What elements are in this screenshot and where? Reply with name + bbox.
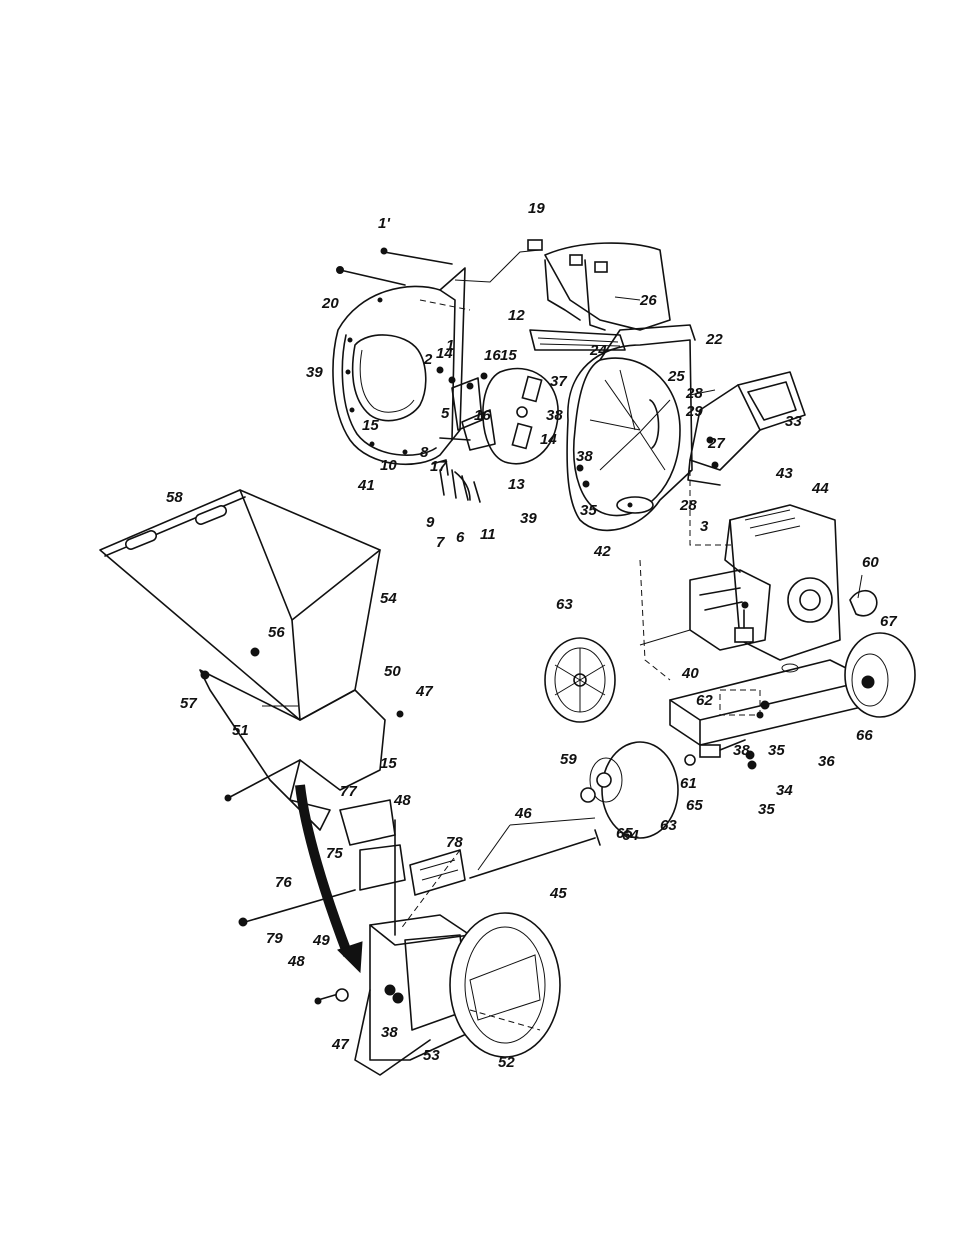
callout-label: 57 xyxy=(180,695,197,712)
callout-label: 50 xyxy=(384,663,401,680)
callout-label: 9 xyxy=(426,514,435,531)
callout-label: 65 xyxy=(686,797,703,814)
bolt-20 xyxy=(337,267,406,286)
callout-label: 12 xyxy=(508,307,525,324)
callout-label: 38 xyxy=(381,1024,398,1041)
callout-label: 45 xyxy=(549,885,567,902)
callout-label: 33 xyxy=(785,413,802,430)
callout-label: 25 xyxy=(667,368,685,385)
callout-label: 62 xyxy=(696,692,713,709)
callout-label: 19 xyxy=(528,200,545,217)
callout-label: 76 xyxy=(275,874,292,891)
callout-label: 26 xyxy=(639,292,657,309)
callout-label: 35 xyxy=(580,502,597,519)
callout-label: 66 xyxy=(856,727,873,744)
callout-label: 28 xyxy=(679,497,697,514)
deflector-24 xyxy=(530,330,625,350)
wheel-66 xyxy=(845,633,915,717)
callout-label: 56 xyxy=(268,624,285,641)
callout-label: 36 xyxy=(818,753,835,770)
wheel-63-upper xyxy=(545,638,615,722)
callout-label: 41 xyxy=(357,477,375,494)
callout-label: 46 xyxy=(514,805,532,822)
air-cleaner-60 xyxy=(850,591,877,616)
callout-label: 11 xyxy=(480,526,496,543)
callout-label: 16 xyxy=(484,347,501,364)
callout-label: 8 xyxy=(420,444,429,461)
callout-label: 2 xyxy=(423,351,433,368)
callout-label: 5 xyxy=(441,405,450,422)
callout-label: 35 xyxy=(768,742,785,759)
callout-label: 1 xyxy=(446,337,454,354)
callout-label: 47 xyxy=(415,683,433,700)
callout-label: 49 xyxy=(312,932,330,949)
callout-label: 14 xyxy=(540,431,557,448)
callout-label: 59 xyxy=(560,751,577,768)
callout-label: 38 xyxy=(546,407,563,424)
callout-label: 1' xyxy=(378,215,390,232)
callout-label: 16 xyxy=(474,407,491,424)
hopper xyxy=(100,490,380,720)
callout-label: 38 xyxy=(576,448,593,465)
callout-label: 38 xyxy=(733,742,750,759)
engine xyxy=(690,505,840,660)
deflector-77 xyxy=(340,800,395,845)
ring-52 xyxy=(450,913,560,1057)
callout-label: 29 xyxy=(685,403,703,420)
spring-78 xyxy=(410,850,465,895)
callout-label: 39 xyxy=(306,364,323,381)
callout-label: 15 xyxy=(500,347,517,364)
callout-label: 15 xyxy=(380,755,397,772)
callout-label: 34 xyxy=(776,782,793,799)
callout-label: 42 xyxy=(593,543,611,560)
callout-label: 77 xyxy=(340,783,357,800)
callout-label: 58 xyxy=(166,489,183,506)
callout-label: 28 xyxy=(685,385,703,402)
rotor-housing-front xyxy=(567,325,695,530)
callout-label: 35 xyxy=(758,801,775,818)
callout-label: 48 xyxy=(393,792,411,809)
rotor-housing-rear xyxy=(333,268,465,464)
callout-label: 40 xyxy=(681,665,699,682)
callout-label: 61 xyxy=(680,775,697,792)
callout-label: 79 xyxy=(266,930,283,947)
callout-label: 63 xyxy=(556,596,573,613)
callout-label: 44 xyxy=(811,480,829,497)
callout-label: 67 xyxy=(880,613,897,630)
callout-label: 24 xyxy=(589,342,607,359)
callout-label: 20 xyxy=(321,295,339,312)
callout-label: 53 xyxy=(423,1047,440,1064)
callout-label: 54 xyxy=(380,590,397,607)
callout-label: 51 xyxy=(232,722,249,739)
flow-arrow xyxy=(300,785,362,972)
bolt-51 xyxy=(225,760,300,801)
callout-label: 27 xyxy=(707,435,725,452)
callout-label: 15 xyxy=(362,417,379,434)
bolt-1-prime xyxy=(381,248,452,264)
callout-label: 47 xyxy=(331,1036,349,1053)
callout-label: 48 xyxy=(287,953,305,970)
callout-label: 60 xyxy=(862,554,879,571)
callout-label: 13 xyxy=(508,476,525,493)
callout-label: 78 xyxy=(446,834,463,851)
callout-label: 6 xyxy=(456,529,465,546)
callout-label: 64 xyxy=(622,827,639,844)
callout-label: 3 xyxy=(700,518,709,535)
hardware-48-49-47 xyxy=(315,985,403,1004)
discharge-chute xyxy=(528,240,670,330)
callout-label: 7 xyxy=(436,534,445,551)
callout-label: 22 xyxy=(705,331,723,348)
callout-label: 75 xyxy=(326,845,343,862)
callout-label: 39 xyxy=(520,510,537,527)
callout-label: 17 xyxy=(430,458,447,475)
callout-label: 63 xyxy=(660,817,677,834)
callout-label: 37 xyxy=(550,373,567,390)
callout-label: 52 xyxy=(498,1054,515,1071)
callout-label: 43 xyxy=(775,465,793,482)
callout-label: 10 xyxy=(380,457,397,474)
